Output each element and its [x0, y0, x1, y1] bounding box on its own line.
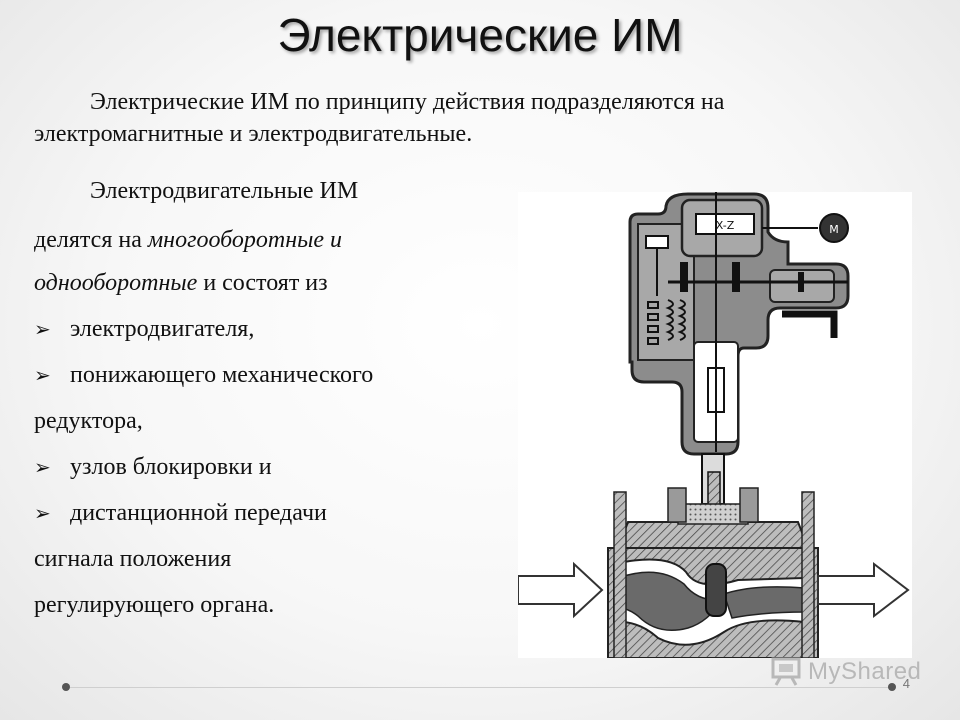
body-line-2-text: делятся на: [34, 227, 148, 253]
gear-label: X-Z: [716, 219, 735, 232]
page-number: 4: [902, 676, 910, 691]
arrow-bullet-icon: ➢: [34, 363, 51, 387]
body-line-2: делятся на многооборотные и: [34, 227, 342, 254]
body-line-3-text: и состоят из: [197, 270, 328, 296]
intro-paragraph: Электрические ИМ по принципу действия по…: [34, 89, 725, 147]
footer-dot-left: [62, 683, 70, 691]
bullet-item-4: ➢ дистанционной передачи: [34, 500, 327, 527]
actuator-housing: X-Z М: [628, 192, 850, 456]
bullet-continuation-4b: регулирующего органа.: [34, 592, 275, 618]
bullet-item-3: ➢ узлов блокировки и: [34, 454, 272, 481]
electric-actuator-diagram: X-Z М: [517, 192, 912, 659]
motor-label: М: [829, 223, 839, 236]
bullet-continuation-4a: сигнала положения: [34, 546, 232, 572]
arrow-bullet-icon: ➢: [34, 317, 51, 341]
watermark-text: MyShared: [808, 658, 922, 685]
bullet-text-3: узлов блокировки и: [70, 454, 272, 480]
bullet-item-2: ➢ понижающего механического: [34, 362, 373, 389]
myshared-watermark: MyShared: [770, 656, 922, 688]
presentation-board-icon: [771, 657, 801, 686]
bullet-text-2: понижающего механического: [70, 362, 374, 388]
arrow-bullet-icon: ➢: [34, 455, 51, 479]
bullet-continuation-2: редуктора,: [34, 408, 143, 434]
slide-title: Электрические ИМ: [277, 9, 683, 61]
valve-body: [517, 453, 910, 659]
term-multiturn: многооборотные и: [147, 227, 343, 253]
term-singleturn: однооборотные: [34, 270, 198, 296]
footer-dot-right: [888, 683, 896, 691]
body-line-3: однооборотные и состоят из: [34, 270, 328, 297]
bullet-text-4: дистанционной передачи: [70, 500, 327, 526]
body-line-1: Электродвигательные ИМ: [90, 178, 359, 204]
bullet-item-1: ➢ электродвигателя,: [34, 316, 254, 343]
footer-rule: [70, 687, 890, 688]
arrow-bullet-icon: ➢: [34, 501, 51, 525]
motor-symbol: М: [762, 213, 849, 243]
bullet-text-1: электродвигателя,: [70, 316, 255, 342]
actuator-drawing: X-Z М: [517, 192, 910, 659]
